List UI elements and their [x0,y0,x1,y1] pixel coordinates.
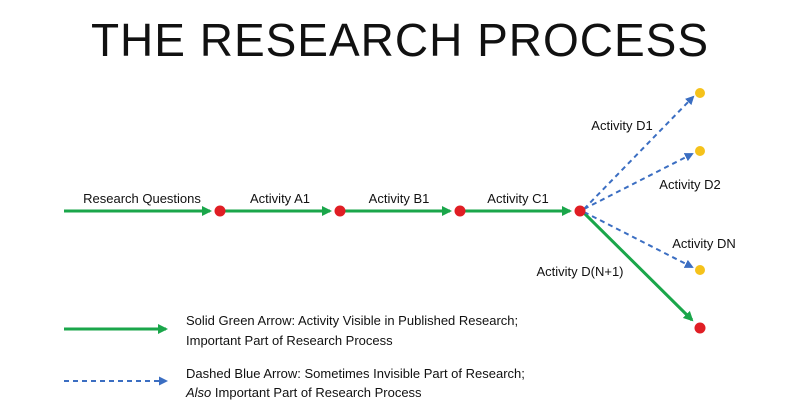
arrow-activity-dn1 [580,209,694,322]
label-activity-c1: Activity C1 [487,191,548,206]
legend-dashed-rest: Important Part of Research Process [211,385,422,400]
label-activity-b1: Activity B1 [369,191,430,206]
arrow-activity-d1 [583,95,695,210]
label-activity-dn: Activity DN [672,236,736,251]
legend-solid-line2: Important Part of Research Process [186,333,393,348]
node-c [454,205,466,217]
node-d1-end [695,88,705,98]
legend-dashed-line1: Dashed Blue Arrow: Sometimes Invisible P… [186,366,525,381]
node-dn-end [695,265,705,275]
arrow-activity-d2 [583,153,694,210]
node-d [574,205,586,217]
label-research-questions: Research Questions [83,191,201,206]
legend-solid-line1: Solid Green Arrow: Activity Visible in P… [186,313,518,328]
page-title: THE RESEARCH PROCESS [91,14,709,66]
label-activity-d1: Activity D1 [591,118,652,133]
legend-dashed-line2: Also Important Part of Research Process [185,385,422,400]
node-a [214,205,226,217]
node-dn1-end [694,322,706,334]
label-activity-dn1: Activity D(N+1) [536,264,623,279]
arrow-activity-dn [583,211,694,268]
legend-dashed-also: Also [185,385,211,400]
label-activity-a1: Activity A1 [250,191,310,206]
label-activity-d2: Activity D2 [659,177,720,192]
node-b [334,205,346,217]
node-d2-end [695,146,705,156]
